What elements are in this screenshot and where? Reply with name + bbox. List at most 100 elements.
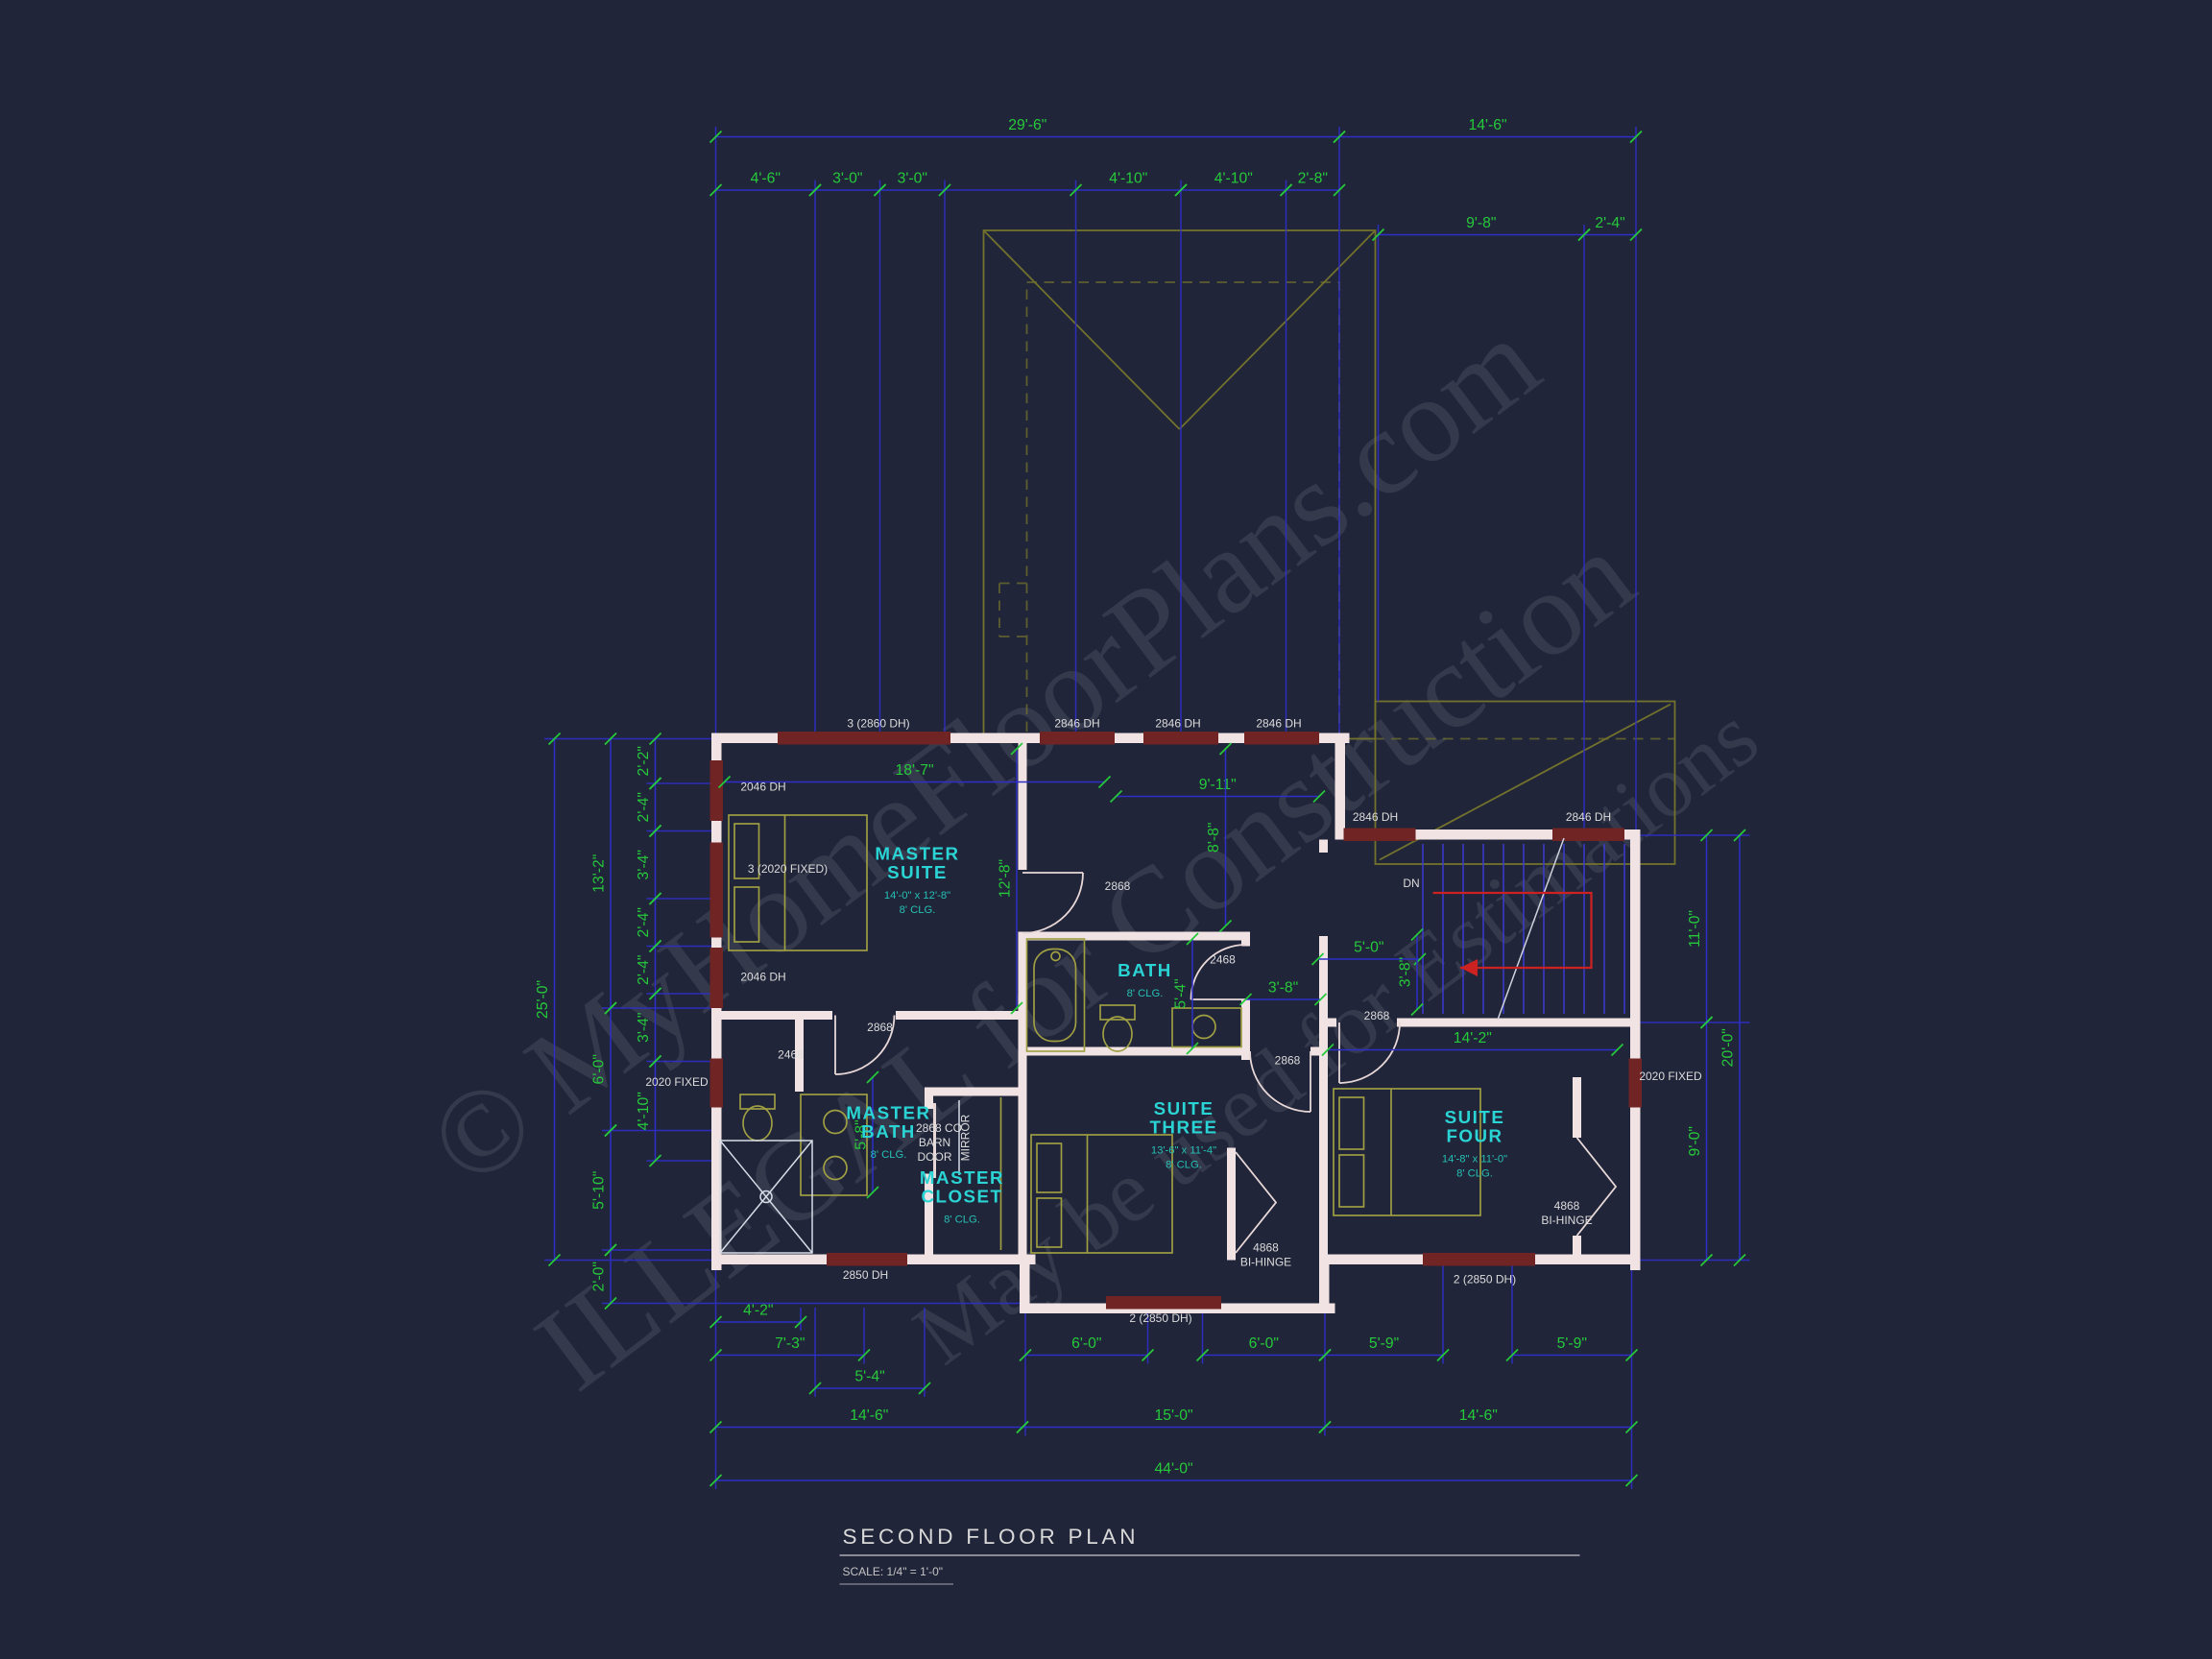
- dimension-label: 2'-4": [1595, 215, 1624, 231]
- dimension-label: 4'-10": [1214, 171, 1253, 187]
- dimension-layer: 29'-6"14'-6"4'-6"3'-0"3'-0"4'-10"4'-10"2…: [535, 117, 1746, 1487]
- dimension-label: 8'-8": [1206, 823, 1222, 853]
- dimension: 20'-0": [1720, 829, 1746, 1267]
- dimension: 14'-2": [1321, 1030, 1624, 1057]
- dimension-label: 5'-4": [854, 1369, 884, 1385]
- opening-label: 4868: [1253, 1241, 1279, 1255]
- window-2020fixed: [709, 1058, 723, 1108]
- dimension-label: 3'-4": [636, 1013, 652, 1043]
- dimension-label: 14'-6": [1459, 1407, 1498, 1424]
- opening-label: 2846 DH: [1155, 717, 1200, 731]
- room-ceiling: 8' CLG.: [1166, 1160, 1202, 1171]
- sheet-title: SECOND FLOOR PLAN: [843, 1525, 1140, 1549]
- opening-label: 2868: [1105, 879, 1131, 893]
- dimension: 25'-0": [535, 732, 562, 1267]
- room-size: 14'-8" x 11'-0": [1442, 1154, 1507, 1166]
- opening-label: BI-HINGE: [1240, 1256, 1291, 1269]
- room-ceiling: 8' CLG.: [1127, 988, 1164, 999]
- dimension-label: 3'-0": [832, 171, 862, 187]
- dimension-label: 12'-8": [998, 859, 1014, 898]
- opening-label: 2020 FIXED: [1639, 1070, 1702, 1083]
- dimension-label: 3'-0": [898, 171, 927, 187]
- dimension-label: 9'-11": [1199, 777, 1237, 793]
- opening-label: DN: [1403, 877, 1419, 890]
- dimension: 3'-0": [808, 171, 887, 197]
- dimension: 5'-4": [1173, 932, 1199, 1055]
- dimension: 3'-8": [1238, 980, 1328, 1006]
- dimension: 14'-6": [1333, 117, 1643, 144]
- dimension: 2'-8": [1279, 171, 1346, 197]
- dimension-label: 3'-8": [1398, 957, 1414, 987]
- dimension-label: 4'-10": [636, 1092, 652, 1130]
- master-bed: [728, 814, 868, 951]
- dimension: 4'-6": [709, 171, 822, 197]
- sheet-scale: SCALE: 1/4" = 1'-0": [843, 1565, 944, 1578]
- dimension: 14'-6": [1318, 1407, 1639, 1434]
- dimension-label: 11'-0": [1687, 910, 1703, 948]
- window-2-2850dh: [1106, 1296, 1221, 1310]
- dimension: 9'-8": [1371, 215, 1591, 242]
- opening-label: 2046 DH: [740, 781, 785, 794]
- opening-label: 2046 DH: [740, 971, 785, 984]
- opening-label: DOOR: [918, 1150, 952, 1164]
- dimension-label: 2'-4": [636, 792, 652, 822]
- dimension-label: 25'-0": [535, 980, 551, 1019]
- stair-treads: [1422, 844, 1625, 1014]
- dimension-label: 3'-8": [1268, 980, 1298, 997]
- room-name: BATH: [1118, 960, 1172, 980]
- room-name: MASTER: [920, 1167, 1004, 1188]
- door-suite-four: [1338, 1022, 1401, 1084]
- dimension-label: 6'-0": [591, 1054, 608, 1084]
- opening-label: 2468: [778, 1048, 804, 1062]
- dimension-label: 18'-7": [895, 762, 933, 779]
- opening-label: 2020 FIXED: [645, 1075, 709, 1089]
- room-name: BATH: [861, 1121, 916, 1142]
- opening-label: 2846 DH: [1256, 717, 1301, 731]
- window-2846dh: [1040, 732, 1115, 745]
- dimension-label: 15'-0": [1154, 1407, 1192, 1424]
- room-name: THREE: [1149, 1118, 1217, 1138]
- window-2846dh: [1552, 828, 1624, 841]
- room-size: 14'-0" x 12'-8": [884, 890, 950, 902]
- stair-break-line: [1497, 837, 1565, 1021]
- window-2846dh: [1244, 732, 1319, 745]
- window-2846dh: [1343, 828, 1416, 841]
- dimension: 2'-0": [591, 1243, 617, 1310]
- dimension-label: 2'-4": [636, 907, 652, 937]
- dimension: 11'-0": [1687, 829, 1714, 1029]
- window-2046dh: [709, 948, 723, 1008]
- opening-label: 2868: [1275, 1054, 1301, 1068]
- dimension: 8'-8": [1206, 742, 1233, 933]
- dimension-label: 13'-2": [591, 854, 608, 893]
- roof-hip-left: [982, 229, 1181, 430]
- room-ceiling: 8' CLG.: [944, 1214, 980, 1226]
- opening-label: BARN: [919, 1136, 950, 1149]
- opening-label: 4868: [1554, 1199, 1580, 1213]
- dimension: 7'-3": [709, 1335, 871, 1362]
- dimension: 2'-4": [1577, 215, 1643, 242]
- room-name: SUITE: [887, 862, 948, 882]
- opening-label: 2850 DH: [843, 1268, 888, 1282]
- window-2046dh: [709, 760, 723, 821]
- room-ceiling: 8' CLG.: [1456, 1168, 1493, 1180]
- dimension: 4'-2": [709, 1303, 807, 1329]
- window-3-2020fixed: [709, 842, 723, 938]
- dimension-label: 5'-0": [1354, 940, 1383, 956]
- room-label: BATH 8' CLG.: [1118, 960, 1172, 999]
- dimension: 18'-7": [717, 762, 1112, 789]
- dimension: 3'-8": [1398, 927, 1424, 1017]
- dimension-label: 2'-2": [636, 746, 652, 776]
- bath-sink: [1171, 1007, 1242, 1048]
- dimension: 15'-0": [1016, 1407, 1332, 1434]
- dimension: 44'-0": [709, 1461, 1639, 1487]
- dimension-label: 4'-10": [1109, 171, 1147, 187]
- dimension: 6'-0": [1019, 1335, 1155, 1362]
- room-name: FOUR: [1446, 1126, 1503, 1146]
- room-name: SUITE: [1445, 1107, 1505, 1127]
- dimension-label: 6'-0": [1249, 1335, 1279, 1352]
- dimension-label: 6'-0": [1071, 1335, 1101, 1352]
